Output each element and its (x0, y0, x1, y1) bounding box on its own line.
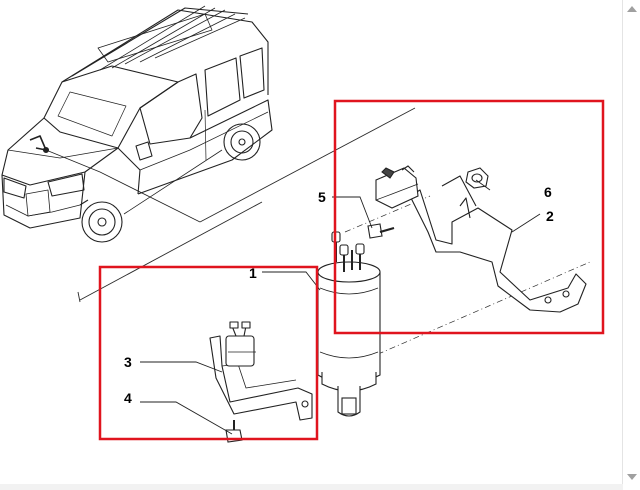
nut-6 (465, 167, 489, 189)
sensor-on-bracket-2 (375, 165, 419, 209)
vehicle-illustration (1, 5, 273, 243)
scroll-up-icon[interactable] (627, 6, 637, 12)
bolt-5 (367, 223, 395, 239)
vertical-scrollbar[interactable] (622, 0, 640, 490)
callout-6: 6 (544, 184, 552, 200)
callout-leaders (140, 179, 541, 435)
callout-5: 5 (318, 189, 326, 205)
scroll-down-icon[interactable] (627, 474, 637, 480)
bracket-2 (409, 175, 587, 313)
horizontal-scrollbar[interactable] (0, 484, 623, 490)
fuel-filter-body (317, 231, 381, 417)
callout-1: 1 (249, 265, 257, 281)
callout-4: 4 (124, 390, 132, 406)
callout-3: 3 (124, 354, 132, 370)
bracket-3 (209, 321, 313, 421)
callout-labels: 1 2 3 4 5 6 (124, 184, 554, 406)
callout-2: 2 (546, 208, 554, 224)
highlight-box-lower-left (98, 265, 319, 441)
perspective-lines (77, 107, 591, 376)
highlight-box-upper-right (333, 99, 605, 335)
